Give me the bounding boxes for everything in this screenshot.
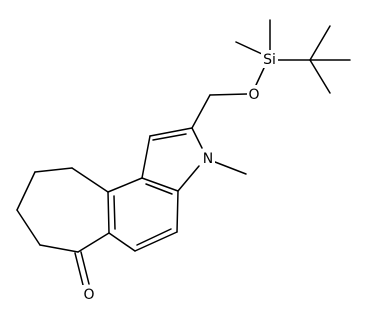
bond-c6h-o-double — [80, 251, 90, 285]
bond-tbu-c-me-up — [309, 25, 331, 61]
bond-c2-n — [191, 127, 203, 149]
bond-c6h-o — [74, 252, 84, 286]
bond-c10b-c10 — [71, 167, 109, 193]
bond-c5a-c10b — [107, 191, 110, 234]
ether-oxygen-label: O — [248, 87, 259, 103]
ketone-o-label-bg — [82, 285, 96, 303]
bond-tbu-c-me-down — [309, 59, 331, 94]
bond-c10b-c3a — [107, 177, 143, 193]
ether-o-label-bg — [247, 85, 260, 103]
n-label-bg — [201, 149, 215, 167]
bond-o-ch2 — [209, 93, 248, 96]
bond-c6-c5a — [108, 232, 136, 252]
bond-ch2-c2 — [191, 94, 211, 129]
bond-c2-c3-double — [152, 133, 187, 141]
bond-n-methyl — [214, 161, 247, 175]
bond-c7-c6-double — [136, 228, 172, 246]
atom-labels: Si O N O — [82, 50, 278, 303]
bond-c3a-c7a-double — [145, 183, 173, 195]
si-label-bg — [261, 50, 278, 68]
bond-c6h-c5 — [77, 232, 110, 253]
bond-c2-c3 — [149, 127, 193, 137]
bond-c7-c6 — [134, 231, 178, 252]
bond-c7h-c6h — [39, 244, 79, 253]
bond-c10-c9 — [34, 167, 73, 173]
ketone-oxygen-label: O — [83, 287, 94, 303]
bond-n-c7a — [177, 165, 200, 192]
bond-c3a-c7a — [141, 177, 179, 192]
bond-c5a-c10b-double — [113, 195, 116, 230]
silicon-atom-label: Si — [263, 52, 276, 68]
bond-si-me-left — [235, 41, 263, 55]
nitrogen-atom-label: N — [203, 151, 213, 167]
bond-c9-c8 — [16, 171, 36, 211]
bond-c3-c3a — [141, 135, 151, 179]
bond-c7a-c7 — [176, 190, 179, 233]
bond-c8-c7h — [16, 209, 41, 246]
bond-si-o — [255, 67, 265, 86]
bonds — [16, 19, 351, 286]
